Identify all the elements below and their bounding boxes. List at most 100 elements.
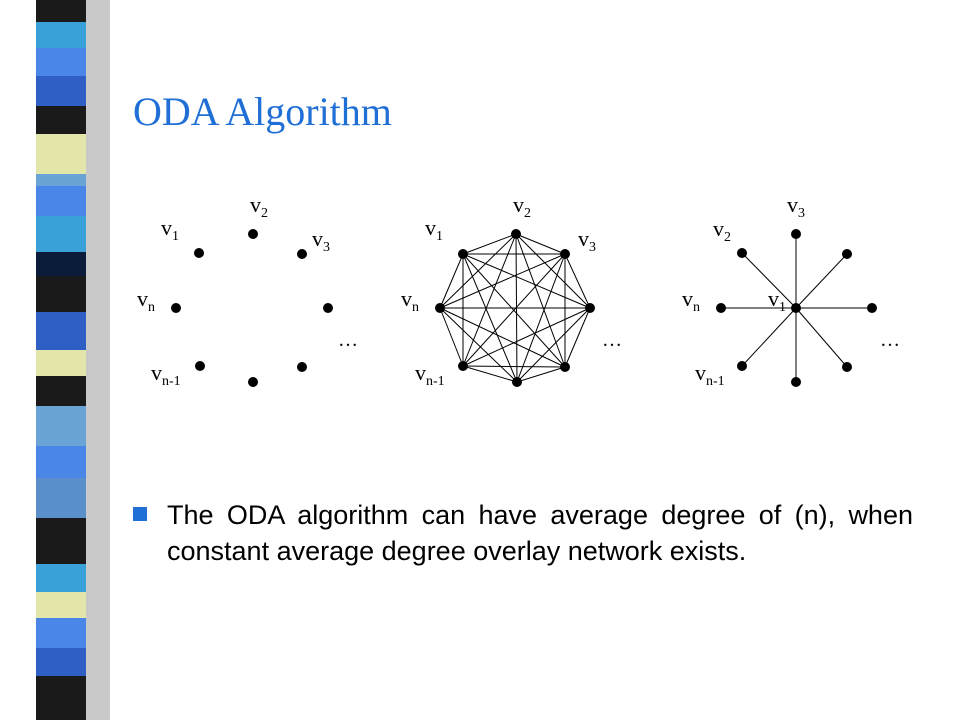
graph-edge xyxy=(462,365,566,368)
stripe-block xyxy=(36,592,86,618)
node-label: v2 xyxy=(250,192,268,221)
graph-node xyxy=(297,362,307,372)
stripe-block xyxy=(36,76,86,106)
graph-node xyxy=(194,248,204,258)
stripe-block xyxy=(36,376,86,406)
node-label: vn xyxy=(682,286,700,315)
graph-edge xyxy=(439,307,464,367)
graph-node xyxy=(842,249,852,259)
graph-edge xyxy=(439,253,566,309)
graph-node xyxy=(511,229,521,239)
graph-star: v2 v3 vn v1 vn-1 … xyxy=(682,192,900,389)
graph-edge xyxy=(516,307,591,383)
graph-edge xyxy=(795,307,848,368)
graph-node xyxy=(560,249,570,259)
graph-node xyxy=(458,249,468,259)
stripe-block xyxy=(36,518,86,564)
node-label: v3 xyxy=(312,226,330,255)
graph-edge xyxy=(741,307,797,367)
stripe-block xyxy=(36,106,86,134)
stripe-block xyxy=(36,676,86,720)
node-label: v3 xyxy=(578,226,596,255)
stripe-block xyxy=(36,564,86,592)
graph-node xyxy=(716,303,726,313)
graph-node xyxy=(171,303,181,313)
graph-edge xyxy=(439,307,518,383)
ellipsis-label: … xyxy=(338,329,358,351)
graph-node xyxy=(323,303,333,313)
square-bullet-icon xyxy=(133,507,147,521)
stripe-block xyxy=(36,134,86,174)
graph-edge xyxy=(516,366,566,383)
graph-edge xyxy=(564,253,591,309)
node-label: v3 xyxy=(787,192,805,221)
graph-node xyxy=(195,361,205,371)
stripe-block xyxy=(36,312,86,350)
graph-edge xyxy=(515,233,566,368)
graph-edge xyxy=(741,252,797,309)
graph-edge xyxy=(564,307,591,368)
graph-edge xyxy=(439,307,566,368)
graph-node xyxy=(791,377,801,387)
node-label: v1 xyxy=(425,215,443,244)
graph-edge xyxy=(515,233,566,255)
node-label: vn-1 xyxy=(695,360,725,389)
graph-node xyxy=(737,248,747,258)
stripe-shadow xyxy=(85,0,110,720)
stripe-block xyxy=(36,478,86,518)
stripe-block xyxy=(36,648,86,676)
slide-title: ODA Algorithm xyxy=(133,89,392,134)
stripe-block xyxy=(36,22,86,48)
graph-node xyxy=(248,229,258,239)
stripe-block xyxy=(36,216,86,252)
stripe-block xyxy=(36,406,86,446)
node-label: v2 xyxy=(513,192,531,221)
node-label: v1 xyxy=(161,215,179,244)
graph-node xyxy=(248,377,258,387)
graph-edge xyxy=(439,233,517,309)
ellipsis-label: … xyxy=(880,329,900,351)
node-label: v1 xyxy=(768,286,786,315)
graph-empty: v1v2v3vnvn-1… xyxy=(137,192,358,389)
graph-node xyxy=(458,361,468,371)
graph-edge xyxy=(462,253,566,367)
graph-node xyxy=(842,362,852,372)
graph-complete: v1 v2 v3 vn vn-1 … xyxy=(401,192,622,389)
graph-edge xyxy=(462,233,517,255)
graph-edge xyxy=(515,233,591,309)
stripe-block xyxy=(36,276,86,312)
bullet-item: The ODA algorithm can have average degre… xyxy=(133,497,913,569)
stripe-block xyxy=(36,350,86,376)
graph-node xyxy=(560,362,570,372)
ellipsis-label: … xyxy=(602,329,622,351)
graph-node xyxy=(435,303,445,313)
graph-node xyxy=(791,229,801,239)
graph-node xyxy=(867,303,877,313)
stripe-block xyxy=(36,48,86,76)
bullet-text: The ODA algorithm can have average degre… xyxy=(167,500,913,566)
node-label: vn-1 xyxy=(415,360,445,389)
decorative-stripe xyxy=(0,0,110,720)
stripe-block xyxy=(36,186,86,216)
graph-edge xyxy=(462,253,518,383)
stripe-block xyxy=(36,252,86,276)
stripe-margin xyxy=(0,0,36,720)
graph-edge xyxy=(795,253,848,309)
graph-node xyxy=(791,303,801,313)
graph-edge xyxy=(462,253,591,309)
graph-edge xyxy=(462,307,591,367)
graph-node xyxy=(512,377,522,387)
node-label: vn xyxy=(401,286,419,315)
graph-node xyxy=(585,303,595,313)
graph-node xyxy=(297,249,307,259)
node-label: vn xyxy=(137,286,155,315)
node-label: v2 xyxy=(713,216,731,245)
stripe-block xyxy=(36,618,86,648)
graph-edge xyxy=(516,253,566,383)
graph-edge xyxy=(462,365,518,383)
stripe-block xyxy=(36,0,86,22)
graph-node xyxy=(737,361,747,371)
stripe-block xyxy=(36,174,86,186)
graph-edge xyxy=(462,233,517,367)
